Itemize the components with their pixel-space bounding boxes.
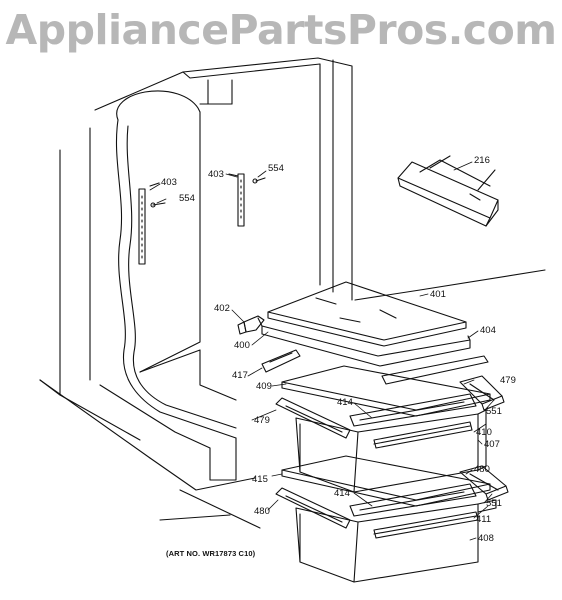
upper-pan-cover — [281, 365, 491, 427]
callout-407: 407 — [484, 439, 500, 450]
callout-551-upper: 551 — [486, 406, 502, 417]
upper-crisper-pan — [295, 409, 487, 493]
callout-216: 216 — [474, 155, 490, 166]
callout-408: 408 — [478, 533, 494, 544]
callout-479-right: 479 — [500, 375, 516, 386]
shelf-trim — [381, 355, 489, 385]
lower-crisper-pan — [295, 499, 497, 583]
callout-480-left: 480 — [254, 506, 270, 517]
callout-554-left: 554 — [179, 193, 195, 204]
callout-leaders — [149, 161, 495, 541]
callout-400: 400 — [234, 340, 250, 351]
callout-480-right: 480 — [474, 464, 490, 475]
watermark-text: AppliancePartsPros.com — [5, 6, 557, 54]
callout-402: 402 — [214, 303, 230, 314]
shelf-ladder-left — [138, 182, 166, 265]
callout-415: 415 — [252, 474, 268, 485]
crisper-rail — [261, 349, 301, 373]
callout-401: 401 — [430, 289, 446, 300]
callout-403-center: 403 — [208, 169, 224, 180]
right-slide-upper — [459, 375, 505, 411]
callout-551-lower: 551 — [486, 498, 502, 509]
callout-414-lower: 414 — [334, 488, 350, 499]
callout-414-upper: 414 — [337, 397, 353, 408]
art-number-note: (ART NO. WR17873 C10) — [166, 549, 256, 558]
callout-403-left: 403 — [161, 177, 177, 188]
callout-labels: 216 403 554 403 554 401 402 400 404 417 … — [161, 155, 516, 544]
callout-554-center: 554 — [268, 163, 284, 174]
callout-417: 417 — [232, 370, 248, 381]
callout-479-left: 479 — [254, 415, 270, 426]
callout-411: 411 — [476, 514, 491, 525]
glass-shelf-assembly — [237, 281, 471, 367]
shelf-ladder-center — [228, 173, 266, 227]
callout-404: 404 — [480, 325, 496, 336]
breaker-strip — [115, 90, 237, 439]
cabinet-liner — [39, 57, 546, 529]
callout-410: 410 — [476, 427, 492, 438]
callout-409: 409 — [256, 381, 272, 392]
door-bin — [397, 155, 499, 227]
